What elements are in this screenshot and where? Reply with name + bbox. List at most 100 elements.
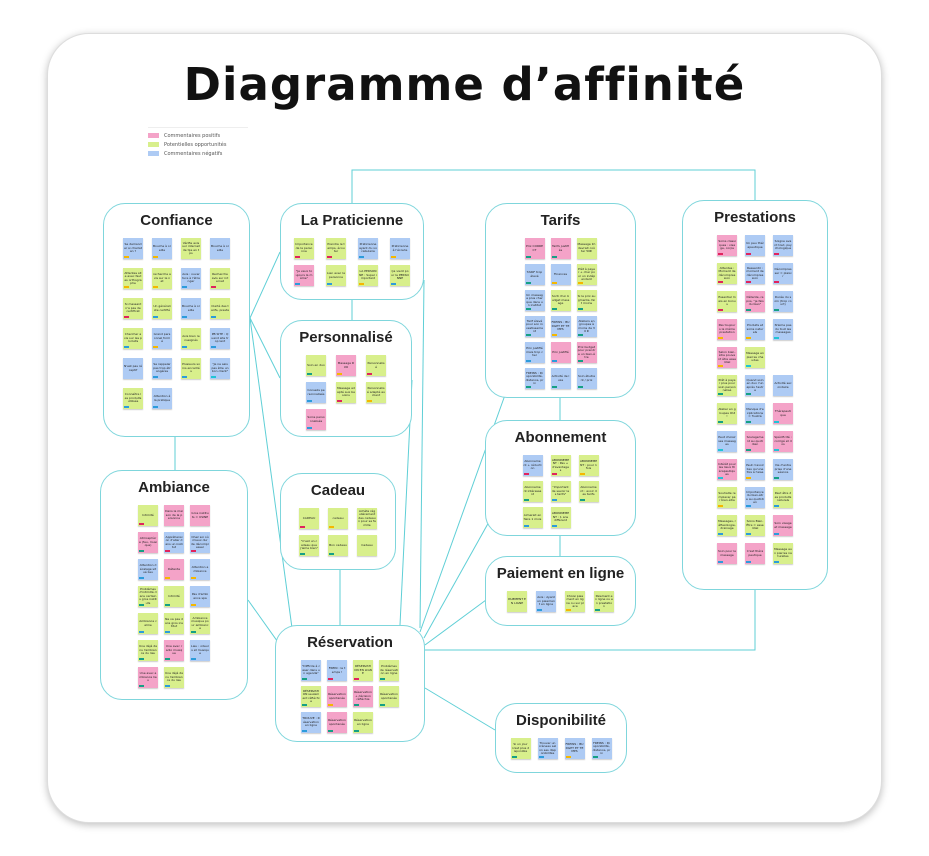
sticky-note[interactable]: Vérifie avis sur internet de tps en tps: [181, 238, 201, 259]
sticky-note[interactable]: Massages, réflexologie, drainage: [717, 515, 737, 536]
sticky-note[interactable]: Connaître les produits utilisés: [123, 388, 143, 409]
sticky-note[interactable]: "Je ne sais pas être un bon client": [210, 358, 230, 379]
sticky-note[interactable]: ABONNEMENT : 1 ans différent: [550, 507, 571, 528]
sticky-note[interactable]: Peut être des produits naturels: [773, 487, 793, 508]
sticky-note[interactable]: "Important de savoir les tarifs": [550, 481, 571, 502]
sticky-note[interactable]: Massage en pierres chaudes: [745, 347, 765, 368]
sticky-note[interactable]: Attentes : Moment de décompression: [717, 263, 737, 284]
sticky-note[interactable]: Gros instituts = USINE: [190, 505, 210, 526]
sticky-note[interactable]: Massage 1h devrait coûter 50€: [576, 238, 597, 259]
sticky-note[interactable]: Pas d'ambiance spa: [190, 586, 210, 607]
sticky-note[interactable]: Réservation + décision réfléchie: [353, 686, 373, 707]
sticky-note[interactable]: C'est thérapeutique: [745, 543, 765, 564]
sticky-note[interactable]: Massage adapté aux besoins: [336, 382, 356, 403]
sticky-note[interactable]: FREINS : BUDGET ET TEMPS: [564, 738, 585, 759]
sticky-note[interactable]: Ambiance musique pour ambiance: [190, 613, 210, 634]
sticky-note[interactable]: Réservation spontanée: [327, 712, 347, 733]
sticky-note[interactable]: Problèmes d'intimité dans certains gros …: [138, 586, 158, 607]
sticky-note[interactable]: Réservation spontanée: [327, 686, 347, 707]
sticky-note[interactable]: Avis : Ayant un paiement en ligne: [536, 591, 556, 612]
sticky-note[interactable]: Ça vient pour la PERSONNE: [390, 265, 410, 286]
sticky-note[interactable]: Trouver un créneau selon ses disponibili…: [537, 738, 558, 759]
sticky-note[interactable]: Lien avec la personne: [326, 265, 346, 286]
sticky-note[interactable]: FREINS : BUDGET ET TEMPS: [550, 316, 571, 337]
sticky-note[interactable]: Prix CORRECT: [524, 238, 545, 259]
sticky-note[interactable]: Activité de luxe: [550, 368, 571, 389]
sticky-note[interactable]: Se demander si charlatan ?: [123, 238, 143, 259]
sticky-note[interactable]: Abonnement + réduction: [522, 455, 543, 476]
sticky-note[interactable]: Attention décalage situé lieu: [138, 559, 158, 580]
sticky-note[interactable]: Soin en duo: [306, 355, 326, 376]
sticky-note[interactable]: N'est pas réceptif: [123, 358, 143, 379]
sticky-note[interactable]: Quand soin en duo l'un après l'autre: [745, 375, 765, 396]
sticky-note[interactable]: Ateliers en groupes à moins de 30 €: [576, 316, 597, 337]
sticky-note[interactable]: LA PERSONNE : Super important: [358, 265, 378, 286]
sticky-note[interactable]: Essentiel mais en bonus: [717, 291, 737, 312]
sticky-note[interactable]: Clarté des tarifs, presta: [210, 298, 230, 319]
sticky-note[interactable]: Chercher avis sur les produits: [123, 328, 143, 349]
sticky-note[interactable]: Sorti d'un budget massage: [550, 290, 571, 311]
sticky-note[interactable]: Peut choisir ses massages: [717, 431, 737, 452]
sticky-note[interactable]: Prêt à payer plus pour soin personnalisé: [717, 375, 737, 396]
sticky-note[interactable]: Bon cadeau: [328, 535, 348, 556]
sticky-note[interactable]: Se rappeler pas trop étrangères: [152, 358, 172, 379]
sticky-note[interactable]: Vie d'entreprise d'une séance: [773, 459, 793, 480]
sticky-note[interactable]: Bouche à oreille: [210, 238, 230, 259]
sticky-note[interactable]: PAIEMENT EN LIGNE: [507, 591, 527, 612]
sticky-note[interactable]: Activité secondaire: [773, 375, 793, 396]
sticky-note[interactable]: Avis : ouverture à l'étranger: [181, 268, 201, 289]
sticky-note[interactable]: N'aime pas du tout les massages: [773, 319, 793, 340]
sticky-note[interactable]: Soins Bien-Être = essentiel: [745, 515, 765, 536]
sticky-note[interactable]: FREIN : le temps !: [327, 660, 347, 681]
sticky-note[interactable]: Finances: [550, 264, 571, 285]
sticky-note[interactable]: Personnalisé: [366, 355, 386, 376]
sticky-note[interactable]: Bouche à oreille: [181, 298, 201, 319]
sticky-note[interactable]: Lieu : odeurs et musique: [190, 640, 210, 661]
sticky-note[interactable]: Soin pour le massage: [717, 543, 737, 564]
sticky-note[interactable]: Massage DUO: [336, 355, 356, 376]
sticky-note[interactable]: RÉSERVATION seulement réfléchie: [301, 686, 321, 707]
sticky-note[interactable]: Conseils personnalisés: [306, 382, 326, 403]
sticky-note[interactable]: Praticienne ayant du vocabulaire: [358, 238, 378, 259]
sticky-note[interactable]: Soin visage et massage: [773, 515, 793, 536]
sticky-note[interactable]: Si un jour n'est plus disponible: [510, 738, 531, 759]
sticky-note[interactable]: Plusieurs soins encadrés: [181, 358, 201, 379]
sticky-note[interactable]: Un massage plus cher que dans un institu…: [524, 290, 545, 311]
sticky-note[interactable]: Spécificité : corrigé et dos: [773, 431, 793, 452]
sticky-note[interactable]: Un peu thérapeutique: [745, 235, 765, 256]
sticky-note[interactable]: Prix budget pour prendre un bien-être: [576, 342, 597, 363]
sticky-note[interactable]: Réservation en ligne: [353, 712, 373, 733]
sticky-note[interactable]: ABONNEMENT : pour 1 fois: [578, 455, 599, 476]
sticky-note[interactable]: Manque d'explications = frustré: [745, 403, 765, 424]
sticky-note[interactable]: Massage aux pierres naturelles: [773, 543, 793, 564]
sticky-note[interactable]: Salon bien-être pouvant être essentiel: [717, 347, 737, 368]
sticky-note[interactable]: Personnalisé adapté au client: [366, 382, 386, 403]
sticky-note[interactable]: Soigne avant tout, psychologique: [773, 235, 793, 256]
sticky-note[interactable]: FREINS : Disponibilité, distance, prix: [524, 368, 545, 389]
sticky-note[interactable]: Tarif élevé pour son investissement: [524, 316, 545, 337]
sticky-note[interactable]: Prix justifié: [550, 342, 571, 363]
sticky-note[interactable]: Un généraliste certifié: [152, 298, 172, 319]
sticky-note[interactable]: Praticienne à l'écoute: [390, 238, 410, 259]
sticky-note[interactable]: Importance du bien-être au quotidien: [745, 487, 765, 508]
sticky-note[interactable]: Problèmes de réservation en ligne: [379, 660, 399, 681]
sticky-note[interactable]: Thérapeutique: [773, 403, 793, 424]
sticky-note[interactable]: Abonnement intéressant: [522, 481, 543, 502]
sticky-note[interactable]: Prendre le temps, écouter: [326, 238, 346, 259]
sticky-note[interactable]: Cadeau: [357, 535, 377, 556]
sticky-note[interactable]: Attentes site avec fautes orthographe: [123, 268, 143, 289]
sticky-note[interactable]: Intimité: [164, 586, 184, 607]
sticky-note[interactable]: Décompresser = plaisir: [773, 263, 793, 284]
sticky-note[interactable]: TROUVE : Réservation en ligne: [301, 712, 321, 733]
sticky-note[interactable]: Une déjà dans l'ambiance du lieu: [138, 640, 158, 661]
sticky-note[interactable]: Aimerait en faire 1 mois: [522, 507, 543, 528]
sticky-note[interactable]: Une avec radio musique: [164, 640, 184, 661]
sticky-note[interactable]: Bouche à oreille: [152, 238, 172, 259]
sticky-note[interactable]: Détente, repos, "je fais du bien": [745, 291, 765, 312]
sticky-note[interactable]: "Je veux toujours la même": [294, 265, 314, 286]
sticky-note[interactable]: Dans la maison de la personne: [164, 505, 184, 526]
sticky-note[interactable]: CADEAU: [299, 508, 319, 529]
sticky-note[interactable]: Une avec ambiance lieu: [138, 667, 158, 688]
sticky-note[interactable]: "Difficile à caser dans un agenda": [301, 660, 321, 681]
sticky-note[interactable]: Attention ambiance: [190, 559, 210, 580]
